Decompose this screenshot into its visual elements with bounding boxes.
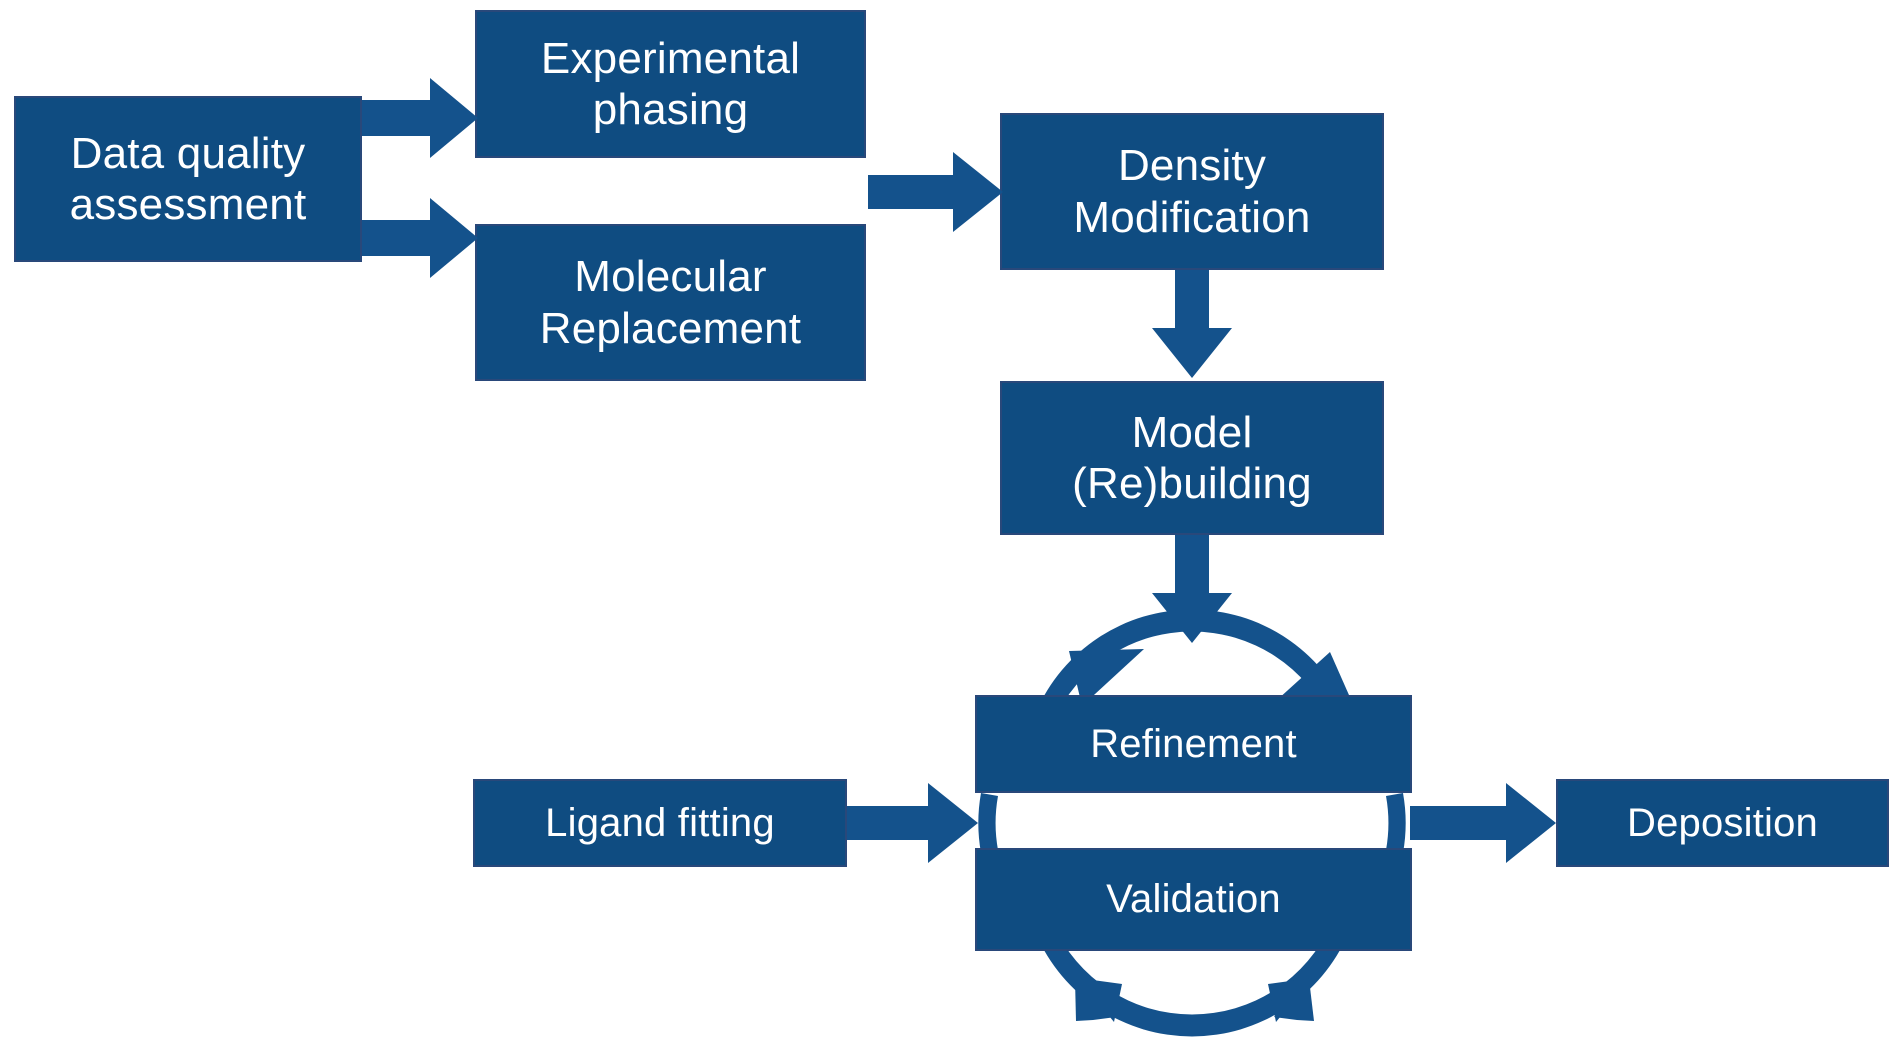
arrow-density-modification-to-model-rebuilding [1152, 270, 1232, 378]
node-refinement[interactable]: Refinement [975, 695, 1412, 793]
node-experimental-phasing[interactable]: Experimental phasing [475, 10, 866, 158]
arrow-validation-to-deposition [1410, 783, 1556, 863]
node-molecular-replacement[interactable]: Molecular Replacement [475, 224, 866, 381]
arrow-phasing-to-density-modification [868, 152, 1003, 232]
cycle-bottom-arc [1036, 924, 1348, 1037]
node-label: Ligand fitting [545, 800, 775, 845]
cycle-side-arcs [978, 793, 1406, 853]
node-deposition[interactable]: Deposition [1556, 779, 1889, 867]
node-label: Deposition [1626, 800, 1818, 845]
arrow-ligand-fitting-to-refinement [847, 783, 978, 863]
node-label: Data quality assessment [69, 128, 307, 229]
node-model-rebuilding[interactable]: Model (Re)building [1000, 381, 1384, 535]
node-label: Density Modification [1073, 141, 1311, 242]
node-validation[interactable]: Validation [975, 848, 1412, 951]
node-ligand-fitting[interactable]: Ligand fitting [473, 779, 847, 867]
node-density-modification[interactable]: Density Modification [1000, 113, 1384, 270]
node-label: Model (Re)building [1072, 407, 1312, 508]
node-label: Molecular Replacement [539, 252, 802, 353]
node-label: Experimental phasing [540, 33, 801, 134]
arrow-data-quality-to-exp-phasing [362, 78, 478, 158]
node-label: Refinement [1090, 721, 1297, 766]
node-data-quality-assessment[interactable]: Data quality assessment [14, 96, 362, 262]
arrow-data-quality-to-mol-replacement [362, 198, 478, 278]
node-label: Validation [1106, 877, 1281, 922]
